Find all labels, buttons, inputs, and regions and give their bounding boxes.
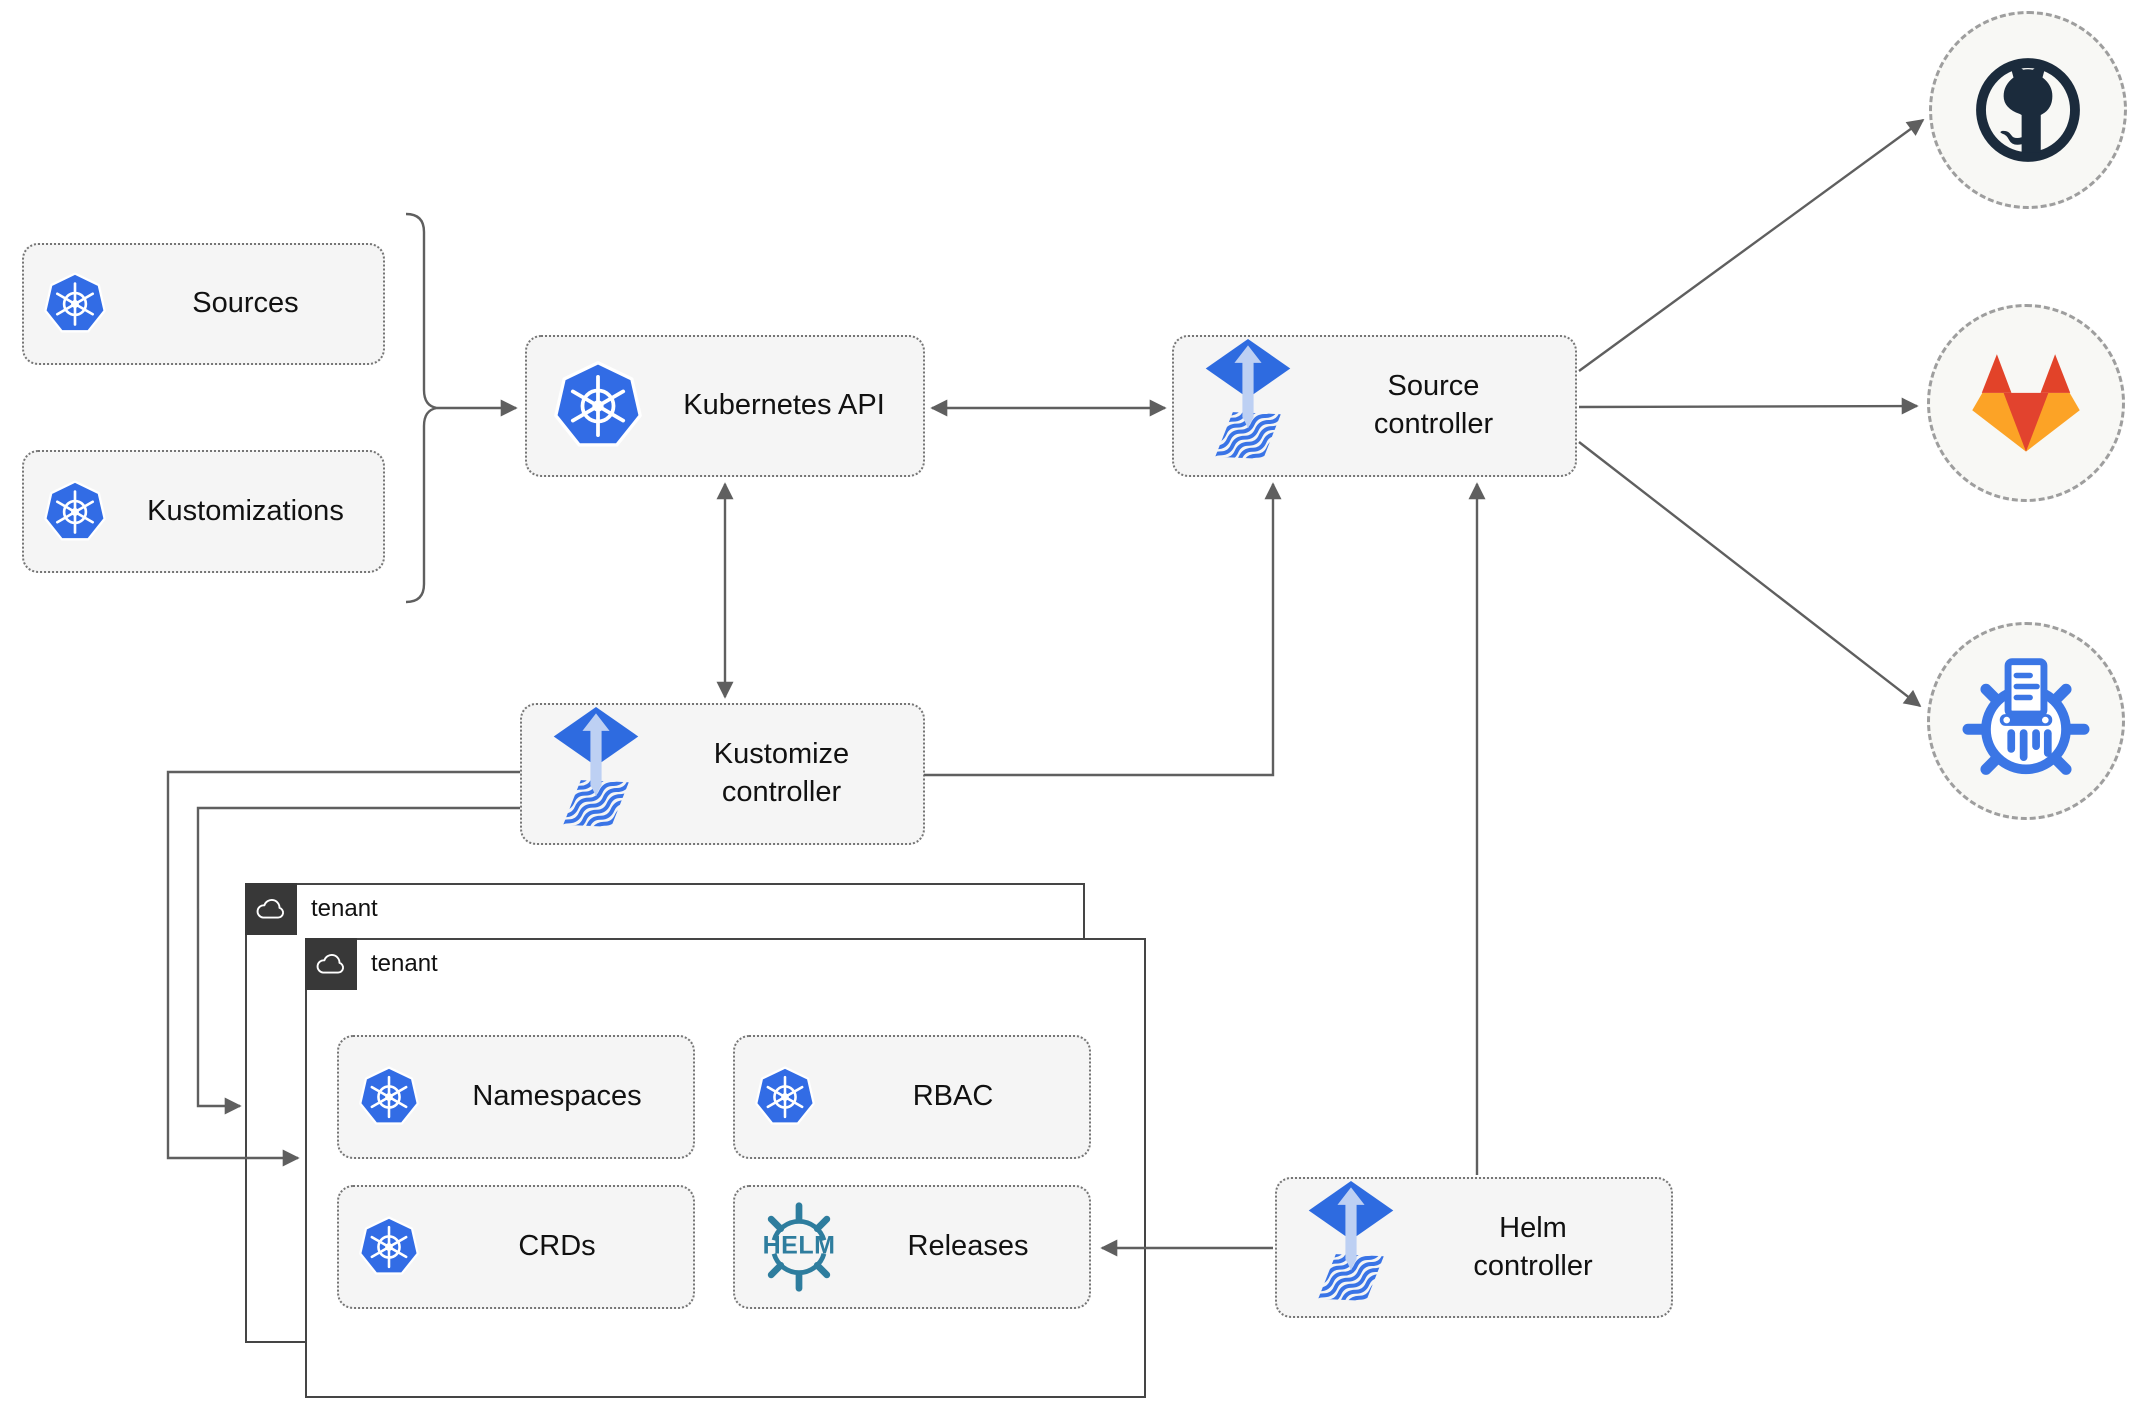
kubernetes-icon (42, 479, 108, 545)
kubernetes-icon (551, 359, 645, 453)
kubernetes-icon (357, 1065, 421, 1129)
external-gitlab (1927, 304, 2125, 502)
arrow-kustomize-controller-to-source-controller (924, 482, 1282, 777)
gitlab-icon (1970, 352, 2082, 455)
helm-logo-text: HELM (762, 1231, 836, 1260)
node-label: CRDs (518, 1230, 596, 1263)
node-label: Sources (192, 287, 299, 320)
node-helm-controller: Helm controller (1275, 1177, 1673, 1318)
external-github (1929, 11, 2127, 209)
github-icon (1970, 52, 2086, 168)
flux-icon (1204, 339, 1292, 473)
kubernetes-icon (42, 271, 108, 337)
tenant-label: tenant (371, 950, 438, 977)
tenant-tab (245, 883, 297, 935)
cloud-icon (254, 897, 288, 922)
arrow-source-controller-to-github (1578, 118, 1925, 372)
node-kustomize-controller: Kustomize controller (520, 703, 925, 845)
node-crds: CRDs (337, 1185, 695, 1309)
node-kustomizations: Kustomizations (22, 450, 385, 573)
tenant-tab (305, 938, 357, 990)
node-label: Helm controller (1473, 1211, 1593, 1282)
external-helm-repository (1927, 622, 2125, 820)
node-namespaces: Namespaces (337, 1035, 695, 1159)
arrow-source-controller-to-helm-repository (1578, 441, 1922, 708)
node-label: RBAC (912, 1080, 994, 1113)
node-sources: Sources (22, 243, 385, 365)
brace-sources-kustomizations (405, 212, 438, 604)
node-rbac: RBAC (733, 1035, 1091, 1159)
tenant-group-front: tenant (305, 938, 1146, 1398)
node-label: Kustomizations (147, 494, 344, 527)
kubernetes-icon (357, 1215, 421, 1279)
node-label: Source controller (1373, 370, 1494, 440)
node-label: Releases (907, 1230, 1029, 1263)
node-label: Kustomize controller (713, 738, 850, 808)
arrow-source-controller-to-gitlab (1578, 397, 1919, 415)
node-releases: HELM Releases (733, 1185, 1091, 1309)
node-source-controller: Source controller (1172, 335, 1577, 477)
node-label: Kubernetes API (683, 389, 885, 422)
cloud-icon (314, 952, 348, 977)
node-label: Namespaces (472, 1080, 642, 1113)
helm-icon: HELM (751, 1199, 847, 1295)
kubernetes-icon (753, 1065, 817, 1129)
helm-repository-icon (1957, 652, 2095, 790)
flux-icon (552, 707, 640, 841)
node-kubernetes-api: Kubernetes API (525, 335, 925, 477)
flux-icon (1307, 1181, 1395, 1315)
tenant-label: tenant (311, 895, 378, 922)
